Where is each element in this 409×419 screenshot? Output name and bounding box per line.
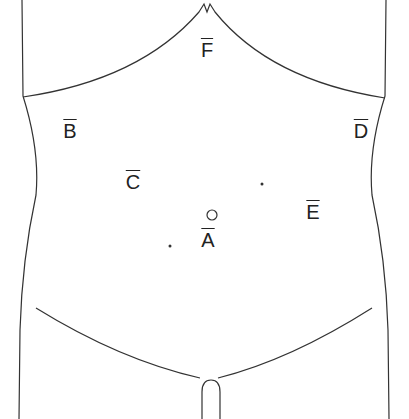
region-label: D xyxy=(352,119,370,143)
region-label: A xyxy=(199,228,216,252)
point-dot xyxy=(169,245,172,248)
left-flank xyxy=(19,0,37,419)
point-dot xyxy=(261,183,264,186)
right-inguinal-line xyxy=(218,308,372,378)
region-label: E xyxy=(304,200,321,224)
genital-outline xyxy=(202,380,220,419)
region-label: F xyxy=(199,38,215,62)
region-label: C xyxy=(124,170,142,194)
right-flank xyxy=(371,0,389,419)
left-inguinal-line xyxy=(36,308,200,378)
region-label: B xyxy=(61,119,78,143)
costal-margin xyxy=(23,4,385,98)
umbilicus xyxy=(207,210,217,220)
